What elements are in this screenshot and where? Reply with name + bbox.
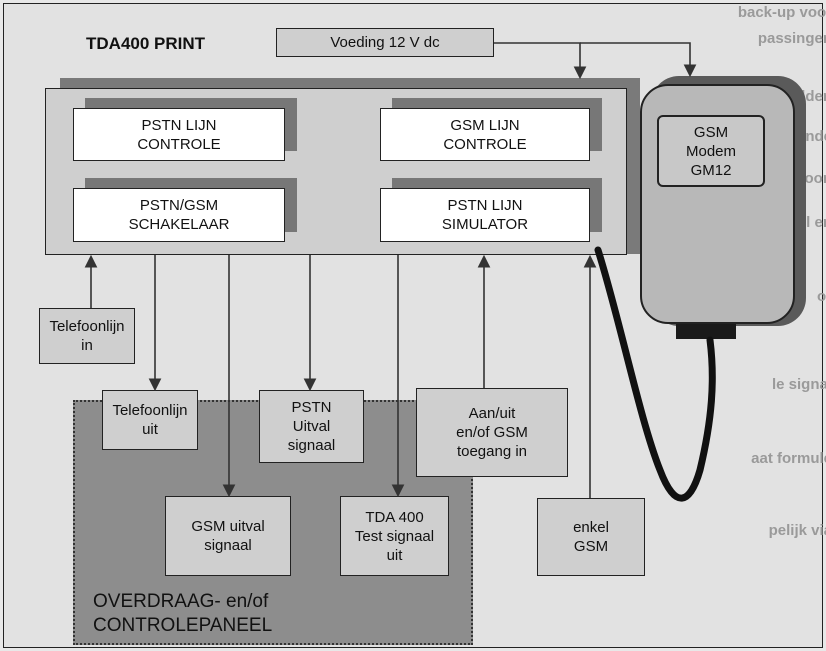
power-to-print-arrow: [494, 42, 587, 80]
background-text: pelijk via: [768, 522, 826, 539]
test-signal-block: TDA 400 Test signaal uit: [340, 496, 449, 576]
gsm-control-block: GSM LIJN CONTROLE: [380, 108, 590, 161]
switch-block: PSTN/GSM SCHAKELAAR: [73, 188, 285, 242]
power-to-modem-arrow: [580, 42, 697, 78]
simulator-block: PSTN LIJN SIMULATOR: [380, 188, 590, 242]
background-text: or: [817, 288, 826, 305]
modem-cable: [594, 246, 716, 502]
background-text: le signal: [771, 376, 826, 393]
gsm-modem-label: GSM Modem GM12: [657, 115, 765, 187]
pstn-fail-signal-block: PSTN Uitval signaal: [259, 390, 364, 463]
power-supply-block: Voeding 12 V dc: [276, 28, 494, 57]
modem-connector: [676, 324, 736, 339]
print-title: TDA400 PRINT: [86, 34, 206, 53]
background-text: passingen: [757, 30, 826, 47]
background-text: aat formule: [751, 450, 826, 467]
pstn-control-block: PSTN LIJN CONTROLE: [73, 108, 285, 161]
onoff-gsm-access-block: Aan/uit en/of GSM toegang in: [416, 388, 568, 477]
background-text: back-up voor: [737, 4, 826, 21]
gsm-only-block: enkel GSM: [537, 498, 645, 576]
control-panel-label: OVERDRAAG- en/of CONTROLEPANEEL: [93, 591, 273, 636]
line-in-block: Telefoonlijn in: [39, 308, 135, 364]
